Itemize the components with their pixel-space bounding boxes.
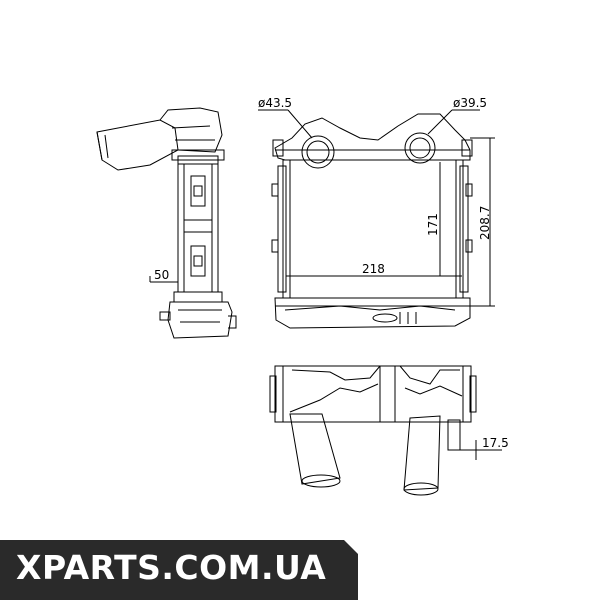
watermark-banner: [0, 540, 358, 600]
dimension-label-side-depth: 50: [154, 268, 169, 282]
dimension-overall-height: [470, 137, 495, 307]
dimension-label-overall-height: 208.7: [478, 206, 492, 240]
dimension-label-core-height: 171: [426, 213, 440, 236]
top-view: [269, 365, 477, 496]
dimension-side-depth: [149, 276, 178, 283]
watermark-text: XPARTS.COM.UA: [16, 548, 327, 587]
dimension-bottom-offset: [460, 440, 502, 460]
dimension-label-core-width: 218: [362, 262, 385, 276]
dimension-label-left-diameter: ø43.5: [258, 96, 292, 110]
dimension-label-bottom-offset: 17.5: [482, 436, 509, 450]
dimension-diameter-leaders: [258, 109, 480, 139]
front-view: [271, 113, 473, 329]
side-view: [96, 107, 237, 339]
dimension-label-right-diameter: ø39.5: [453, 96, 487, 110]
